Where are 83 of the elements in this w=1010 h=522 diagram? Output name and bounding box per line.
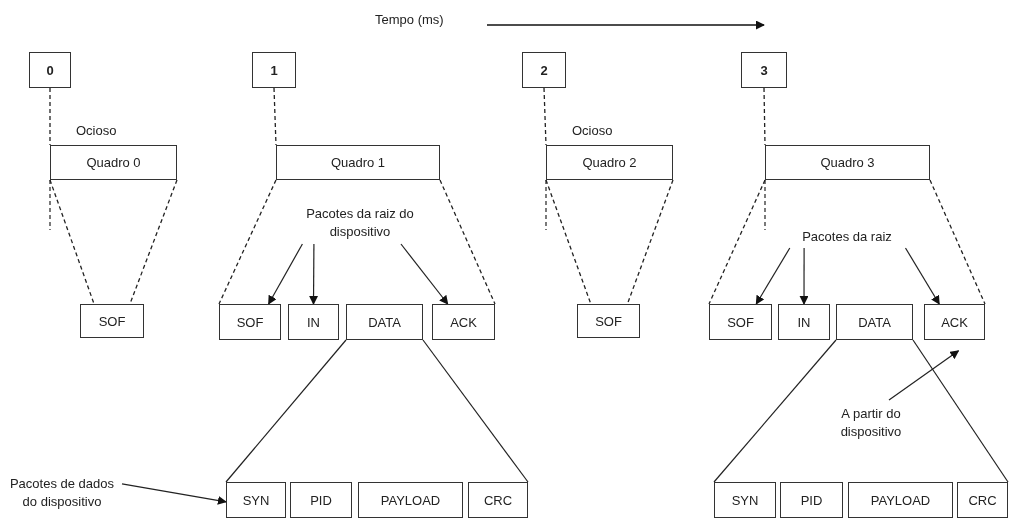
connector-line	[713, 339, 837, 483]
arrow	[799, 247, 809, 305]
zoom-line	[626, 179, 674, 305]
axis-label: Tempo (ms)	[375, 12, 444, 27]
packet-box	[924, 304, 985, 340]
zoom-line	[439, 179, 496, 305]
state-label: Ocioso	[76, 123, 117, 138]
packet-label: SOF	[98, 313, 126, 329]
frame-label: Quadro 2	[582, 155, 637, 170]
frame-number: 1	[270, 62, 278, 78]
arrow	[904, 247, 940, 305]
packet-label: CRC	[968, 492, 997, 508]
number-box	[741, 52, 787, 88]
arrow	[121, 483, 227, 505]
zoom-line	[929, 179, 986, 305]
packet-box	[358, 482, 463, 518]
packet-label: IN	[307, 314, 320, 330]
zoom-line	[545, 179, 592, 305]
packet-box	[957, 482, 1008, 518]
zoom-line	[763, 87, 766, 146]
frame-box	[50, 145, 177, 180]
packet-label: SOF	[595, 313, 622, 329]
packet-label: SYN	[242, 492, 270, 508]
frame-number: 2	[540, 62, 548, 78]
packet-label: PAYLOAD	[870, 492, 931, 508]
arrow	[309, 243, 319, 305]
packet-label: SOF	[727, 314, 754, 330]
zoom-line	[543, 87, 547, 146]
frame-label: Quadro 3	[820, 155, 875, 170]
zoom-line	[129, 179, 178, 305]
connector-line	[422, 339, 529, 483]
number-box	[252, 52, 296, 88]
packet-box	[346, 304, 423, 340]
packet-box	[714, 482, 776, 518]
packet-box	[288, 304, 339, 340]
packet-label: IN	[797, 314, 811, 330]
zoom-line	[273, 87, 277, 146]
packet-box	[219, 304, 281, 340]
frame-box	[546, 145, 673, 180]
arrow	[400, 243, 449, 305]
packet-label: PID	[310, 492, 332, 508]
frame-label: Quadro 1	[330, 155, 386, 170]
packet-label: CRC	[483, 492, 513, 508]
packet-box	[577, 304, 640, 338]
packet-label: DATA	[858, 314, 891, 330]
annotation-text: Pacotes da raiz	[782, 226, 912, 248]
packet-label: ACK	[450, 314, 477, 330]
zoom-line	[708, 179, 766, 305]
arrow	[268, 243, 303, 305]
packet-box	[468, 482, 528, 518]
packet-box	[226, 482, 286, 518]
annotation-text: Pacotes de dados do dispositivo	[2, 470, 122, 516]
packet-label: PAYLOAD	[380, 492, 441, 508]
packet-box	[778, 304, 830, 340]
annotation-text: A partir do dispositivo	[826, 400, 916, 446]
annotation-text: Pacotes da raiz do dispositivo	[296, 202, 424, 244]
state-label: Ocioso	[572, 123, 613, 138]
packet-box	[432, 304, 495, 340]
frame-box	[276, 145, 440, 180]
frame-number: 0	[46, 62, 54, 78]
frame-box	[765, 145, 930, 180]
number-box	[29, 52, 71, 88]
packet-label: DATA	[368, 314, 401, 330]
packet-box	[836, 304, 913, 340]
zoom-line	[218, 179, 277, 305]
connector-line	[225, 339, 347, 483]
packet-box	[290, 482, 352, 518]
connector-line	[912, 339, 1009, 483]
frame-number: 3	[760, 62, 768, 78]
packet-label: ACK	[941, 314, 968, 330]
zoom-line	[49, 87, 51, 146]
packet-box	[709, 304, 772, 340]
packet-box	[780, 482, 843, 518]
packet-box	[80, 304, 144, 338]
arrow	[888, 350, 960, 401]
packet-box	[848, 482, 953, 518]
packet-label: SOF	[236, 314, 264, 330]
packet-label: PID	[800, 492, 823, 508]
frame-label: Quadro 0	[86, 155, 141, 170]
zoom-line	[49, 179, 95, 305]
number-box	[522, 52, 566, 88]
arrow	[755, 247, 791, 305]
packet-label: SYN	[731, 492, 759, 508]
